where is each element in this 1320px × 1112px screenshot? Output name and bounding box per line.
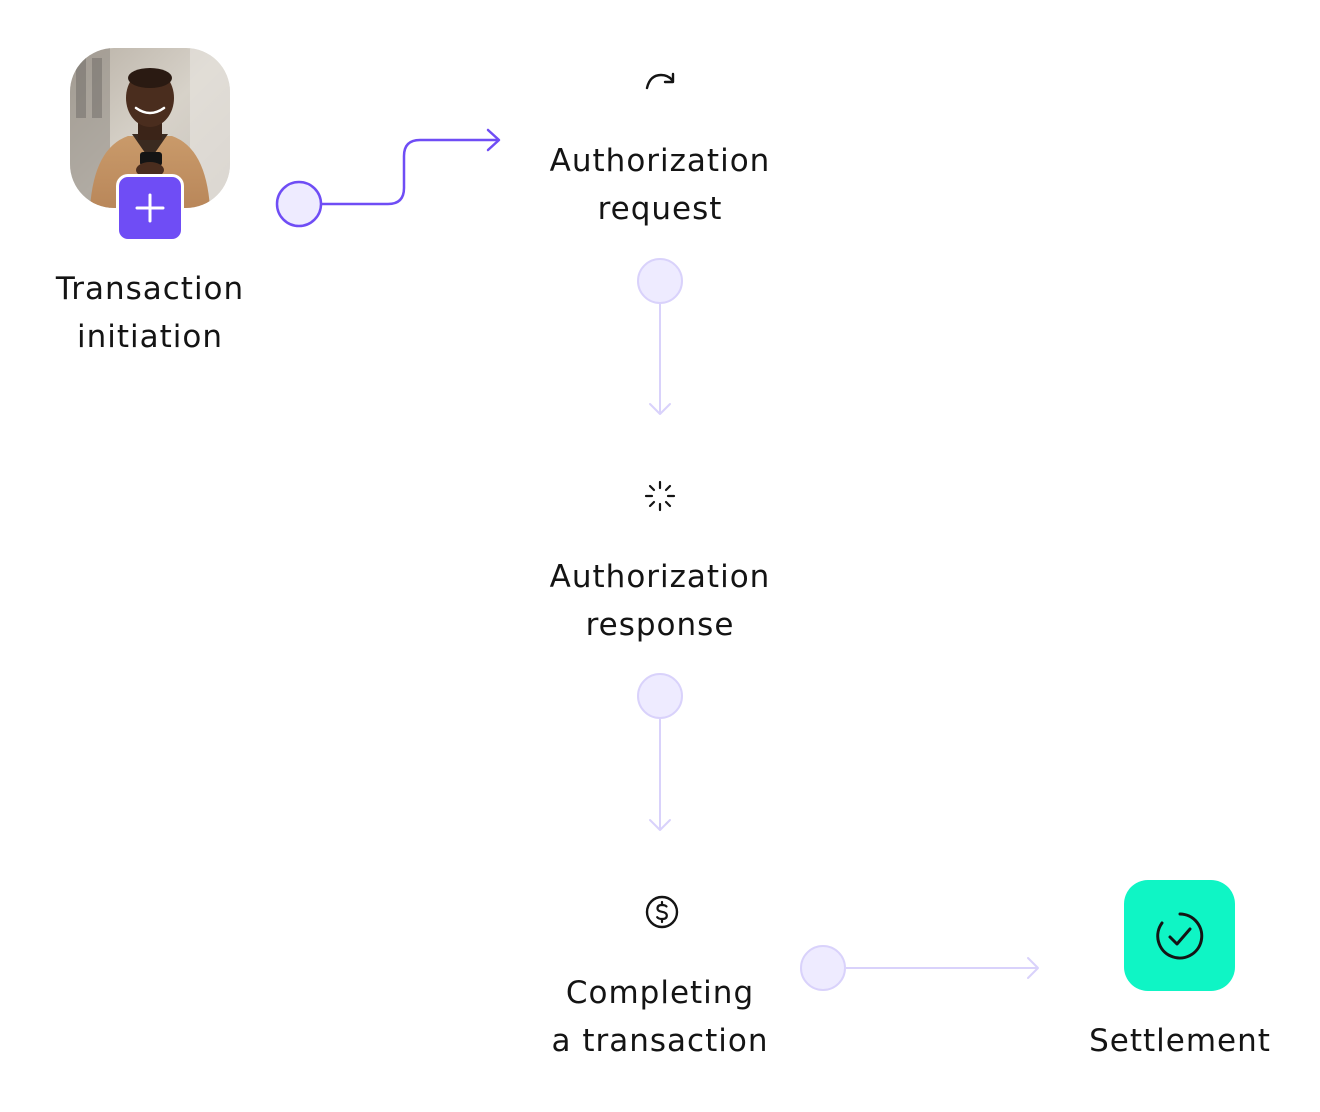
step-label-line: initiation — [76, 319, 224, 355]
step-label-line: a transaction — [551, 1023, 769, 1059]
step-label-line: Transaction — [55, 271, 245, 307]
connector-arrowhead-response — [649, 403, 671, 415]
connector-arrowhead-settlement — [1027, 957, 1039, 979]
step-label-line: Completing — [565, 975, 755, 1011]
settlement-tile — [1124, 880, 1235, 991]
connector-node-initiation — [275, 180, 323, 228]
loading-spinner-icon — [644, 480, 676, 512]
add-transaction-button[interactable] — [116, 174, 184, 242]
step-label-line: Authorization — [549, 559, 771, 595]
step-label-settlement: Settlement — [1060, 1017, 1300, 1065]
step-label-line: request — [597, 191, 723, 227]
plus-icon — [135, 193, 165, 223]
redo-arrow-icon — [645, 72, 675, 90]
connector-arrowhead-request — [486, 128, 501, 152]
check-circle-icon — [1155, 912, 1203, 959]
step-label-line: response — [585, 607, 735, 643]
step-label-completing: Completing a transaction — [510, 969, 810, 1065]
step-label-auth-response: Authorization response — [510, 553, 810, 649]
connector-arrowhead-completing — [649, 819, 671, 831]
connector-node-response — [637, 673, 683, 719]
step-label-initiation: Transaction initiation — [30, 265, 270, 361]
dollar-circle-icon — [645, 895, 679, 929]
connector-initiation-to-request — [322, 138, 498, 206]
connector-node-request — [637, 258, 683, 304]
step-label-auth-request: Authorization request — [510, 137, 810, 233]
step-label-line: Settlement — [1089, 1023, 1271, 1059]
step-label-line: Authorization — [549, 143, 771, 179]
